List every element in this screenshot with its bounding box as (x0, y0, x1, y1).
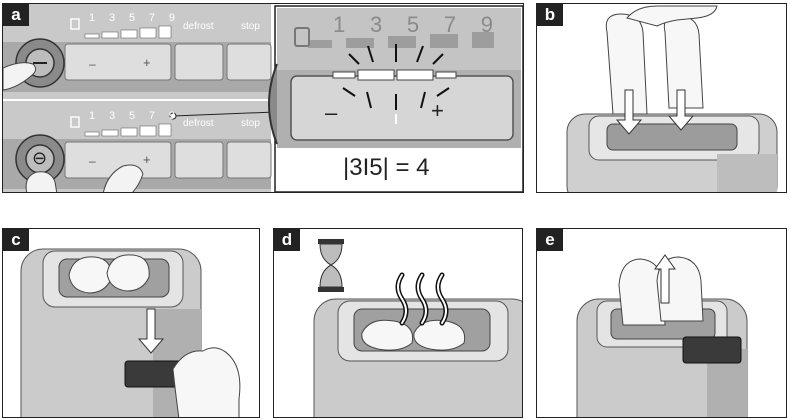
zoom-number: 7 (443, 12, 457, 37)
toaster-insert-illustration (566, 5, 778, 192)
panel-a: a (2, 3, 524, 193)
panel-a-badge: a (3, 4, 29, 26)
stop-label-top: stop (241, 21, 260, 32)
minus-button-icon: ⊖ (32, 148, 48, 168)
scale-number: 7 (148, 110, 156, 122)
scale-number: 7 (148, 12, 156, 24)
scale-number: 9 (168, 12, 175, 24)
stop-label-bottom: stop (241, 118, 260, 129)
panel-e: e (536, 228, 787, 418)
scale-number: 3 (108, 110, 116, 122)
minus-label-bottom: – (89, 154, 96, 168)
zoom-number: 1 (333, 12, 346, 37)
scale-number: 3 (108, 12, 116, 24)
scale-number: 5 (128, 110, 136, 122)
panel-c-badge: c (3, 229, 29, 251)
panel-c: c (2, 228, 260, 418)
panel-d-badge: d (274, 229, 300, 251)
zoom-minus-label: – (325, 100, 338, 125)
defrost-label-top: defrost (183, 21, 214, 32)
panel-d: d (273, 228, 523, 418)
zoom-number: 9 (480, 12, 493, 37)
scale-number: 9 (168, 110, 175, 122)
equation-text: |3I5| = 4 (343, 154, 430, 181)
defrost-label-bottom: defrost (183, 118, 214, 129)
zoom-number: 5 (406, 12, 420, 37)
toaster-popup-illustration (576, 254, 748, 417)
scale-number: 1 (89, 12, 96, 24)
plus-label-bottom: + (143, 152, 151, 167)
zoom-scale-numbers: 1 3 5 7 9 (333, 12, 493, 38)
hourglass-icon (318, 239, 344, 292)
plus-label-top: + (143, 55, 151, 70)
toaster-toasting-illustration (313, 239, 522, 417)
zoom-number: 3 (369, 12, 383, 37)
panel-b: b (536, 3, 787, 193)
panel-b-badge: b (537, 4, 563, 26)
scale-numbers-top: 1 3 5 7 9 (89, 12, 175, 24)
panel-a-illustration (3, 4, 523, 192)
scale-number: 1 (89, 110, 96, 122)
toaster-lever-down-illustration (20, 248, 241, 417)
zoom-plus-label: + (431, 98, 444, 123)
scale-number: 5 (128, 12, 136, 24)
scale-numbers-bottom: 1 3 5 7 9 (89, 110, 175, 122)
panel-e-badge: e (537, 229, 563, 251)
minus-label-top: – (89, 57, 96, 71)
